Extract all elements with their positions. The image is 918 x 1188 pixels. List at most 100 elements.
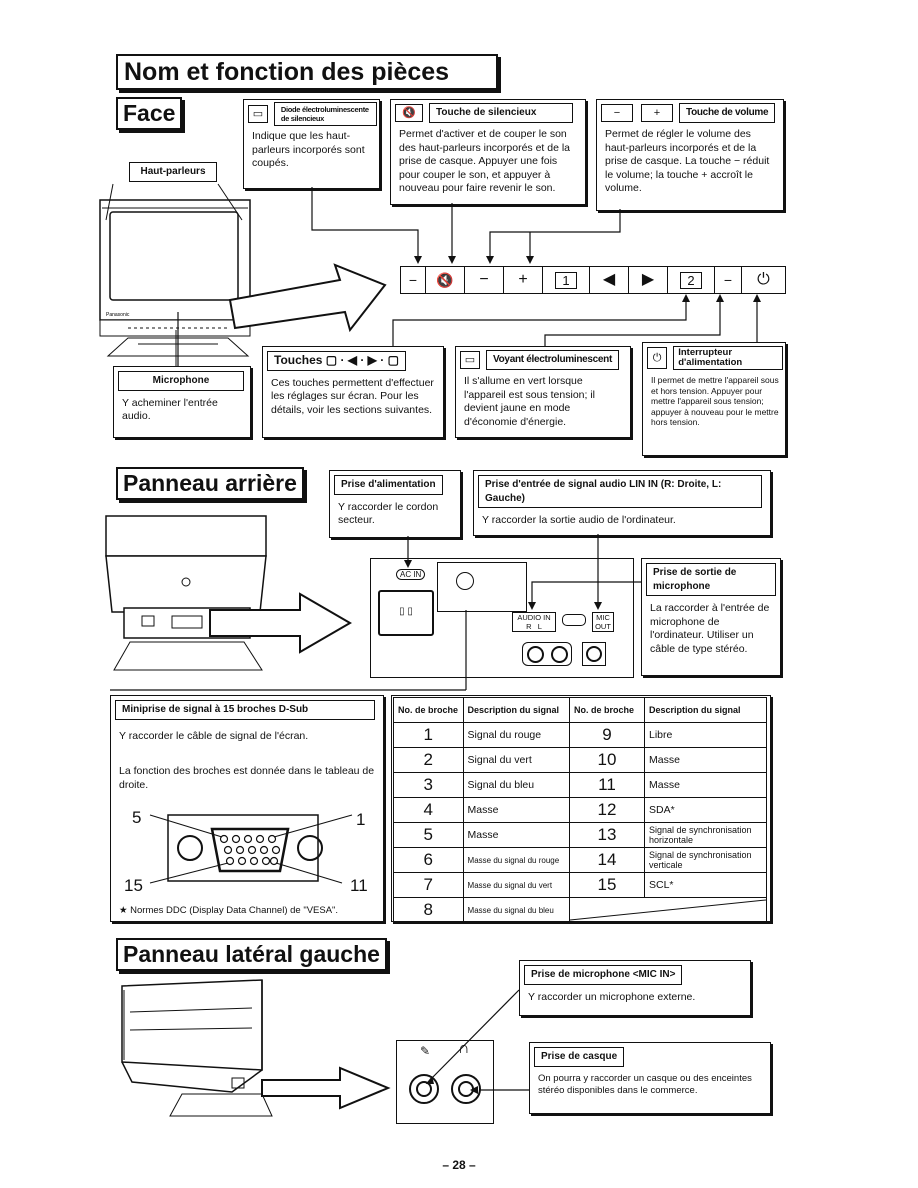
audio-in-jacks[interactable] <box>522 642 572 666</box>
headphone-jack[interactable] <box>451 1074 481 1104</box>
mic-out-label-1: MIC <box>596 613 610 622</box>
rear-heading: Panneau arrière <box>116 467 304 500</box>
mic-symbol-icon: ✎ <box>420 1044 431 1058</box>
volume-down-button[interactable]: − <box>465 267 504 293</box>
audio-in-title: Prise d'entrée de signal audio LIN IN (R… <box>478 475 762 508</box>
mic-out-jack-ring <box>586 646 602 662</box>
mic-out-label: MIC OUT <box>592 612 614 632</box>
pin-header-1: No. de broche <box>393 697 464 723</box>
volume-up-icon: + <box>641 104 673 122</box>
headphone-icon: ∩ <box>458 1040 470 1057</box>
mute-title: Touche de silencieux <box>429 103 573 123</box>
dsub-connector-area <box>437 562 527 612</box>
indicator-text: Il s'allume en vert lorsque l'appareil e… <box>464 375 595 428</box>
mic-out-jack[interactable] <box>582 642 606 666</box>
front-button-bar: − 🔇 − + 1 ◀ ▶ 2 − ⏻ <box>400 266 786 294</box>
pin-description: Masse du signal du bleu <box>462 897 570 923</box>
face-arrow <box>228 263 387 333</box>
pin-15-label: 15 <box>124 876 143 895</box>
ac-in-title: Prise d'alimentation <box>334 475 443 495</box>
pin-description: Masse <box>462 822 570 848</box>
dsub-note: ★ Normes DDC (Display Data Channel) de "… <box>119 904 339 916</box>
svg-text:Panasonic: Panasonic <box>106 312 130 318</box>
mic-out-title: Prise de sortie de microphone <box>646 563 776 596</box>
mic-in-card: Prise de microphone <MIC IN> Y raccorder… <box>519 960 751 1016</box>
pin-number: 5 <box>393 822 464 848</box>
page-title: Nom et fonction des pièces <box>116 54 498 90</box>
headphone-card: Prise de casque On pourra y raccorder un… <box>529 1042 771 1114</box>
key-1-button[interactable]: 1 <box>543 267 590 293</box>
pin-description: Signal du rouge <box>462 722 570 748</box>
left-button[interactable]: ◀ <box>590 267 629 293</box>
indicator-title: Voyant électroluminescent <box>486 350 620 370</box>
pin-number: 1 <box>393 722 464 748</box>
right-button[interactable]: ▶ <box>629 267 668 293</box>
pin-description: SCL* <box>644 872 767 898</box>
power-icon: ⏻ <box>647 347 668 369</box>
headphone-jack-hole <box>458 1081 474 1097</box>
audio-in-r-jack[interactable] <box>526 645 544 663</box>
mute-card: 🔇 Touche de silencieux Permet d'activer … <box>390 99 586 205</box>
empty-cell <box>568 897 768 923</box>
mute-icon: 🔇 <box>395 104 423 122</box>
audio-in-l: L <box>537 622 542 631</box>
key-2-label: 2 <box>680 271 702 289</box>
pin-description: Libre <box>644 722 767 748</box>
mute-button[interactable]: 🔇 <box>426 267 465 293</box>
pin-number: 13 <box>568 822 646 848</box>
pin-number: 2 <box>393 747 464 773</box>
ac-in-socket[interactable]: ▯ ▯ <box>378 590 434 636</box>
indicator-icon: ▭ <box>460 351 480 369</box>
pin-number: 8 <box>393 897 464 923</box>
audio-in-rl: R L <box>513 622 555 631</box>
pin-description: Masse <box>462 797 570 823</box>
pin-5-label: 5 <box>132 808 142 827</box>
pin-description: Masse <box>644 772 767 798</box>
headphone-title: Prise de casque <box>534 1047 625 1067</box>
mic-out-text: La raccorder à l'entrée de microphone de… <box>650 602 770 655</box>
led-text: Indique que les haut-parleurs incorporés… <box>252 130 365 169</box>
pin-1-label: 1 <box>356 810 366 829</box>
audio-in-l-jack[interactable] <box>550 645 568 663</box>
dsub-connector-illustration <box>149 814 353 884</box>
pin-description: Signal du bleu <box>462 772 570 798</box>
pin-description: Masse du signal du vert <box>462 872 570 898</box>
microphone-text: Y acheminer l'entrée audio. <box>122 396 218 423</box>
dsub-card: Miniprise de signal à 15 broches D-Sub Y… <box>110 695 384 922</box>
dsub-text-1: Y raccorder le câble de signal de l'écra… <box>119 729 309 742</box>
pin-table-header: No. de broche Description du signal No. … <box>393 697 767 723</box>
empty-cell-slash <box>569 899 766 921</box>
mic-out-card: Prise de sortie de microphone La raccord… <box>641 558 781 676</box>
pin-header-2: Description du signal <box>462 697 570 723</box>
pin-header-4: Description du signal <box>644 697 767 723</box>
volume-title: Touche de volume <box>679 103 776 123</box>
mic-in-jack[interactable] <box>409 1074 439 1104</box>
volume-card: − + Touche de volume Permet de régler le… <box>596 99 784 211</box>
pin-description: Masse du signal du rouge <box>462 847 570 873</box>
ac-in-text: Y raccorder le cordon secteur. <box>338 500 439 527</box>
mic-in-title: Prise de microphone <MIC IN> <box>524 965 683 985</box>
microphone-title: Microphone <box>118 371 244 391</box>
audio-in-text: Y raccorder la sortie audio de l'ordinat… <box>482 514 676 526</box>
power-button[interactable]: ⏻ <box>757 271 770 288</box>
mic-in-jack-hole <box>416 1081 432 1097</box>
mic-out-label-2: OUT <box>595 622 611 631</box>
touches-card: Touches ▢ · ◀ · ▶ · ▢ Ces touches permet… <box>262 346 444 438</box>
audio-in-label-text: AUDIO IN <box>517 613 551 622</box>
mute-text: Permet d'activer et de couper le son des… <box>399 128 571 194</box>
power-title: Interrupteur d'alimentation <box>673 346 783 370</box>
page-number: – 28 – <box>442 1158 476 1172</box>
dsub-title: Miniprise de signal à 15 broches D-Sub <box>115 700 375 720</box>
key-2-button[interactable]: 2 <box>668 267 715 293</box>
led-indicator: − <box>401 267 426 293</box>
rear-arrow <box>209 592 352 654</box>
volume-up-button[interactable]: + <box>504 267 543 293</box>
touches-title-text: Touches <box>274 353 323 367</box>
